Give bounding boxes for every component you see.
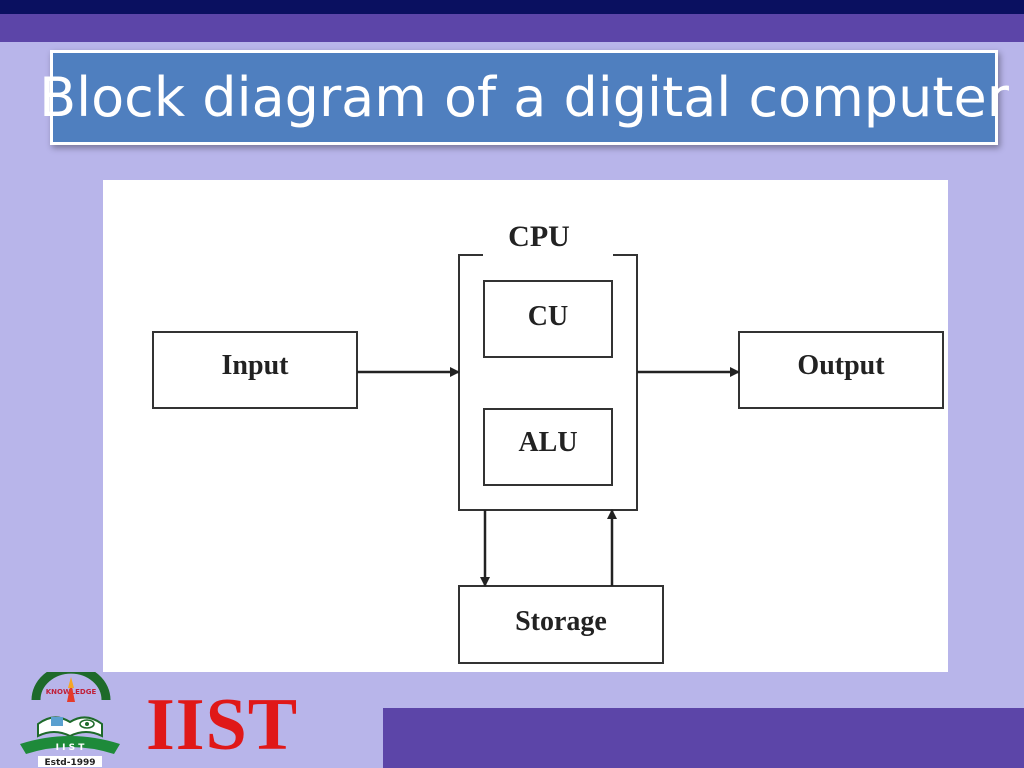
input-box [152, 331, 358, 409]
bottom-bar [383, 708, 1024, 768]
top-band-dark [0, 0, 1024, 14]
storage-box [458, 585, 664, 664]
top-band-purple [0, 14, 1024, 42]
svg-text:I I S T: I I S T [56, 743, 86, 753]
diagram-panel: CPU CU ALU Input Output Storage [103, 180, 948, 672]
cu-box [483, 280, 613, 358]
cpu-label: CPU [508, 220, 570, 253]
output-label: Output [797, 350, 885, 381]
institute-logo: KNOWLEDGE I I S T Estd-1999 [14, 672, 126, 768]
storage-label: Storage [515, 606, 607, 637]
logo-est: Estd-1999 [44, 758, 95, 768]
cu-label: CU [528, 301, 568, 332]
slide-title: Block diagram of a digital computer [39, 66, 1009, 129]
brand-name: IIST [146, 684, 299, 766]
input-label: Input [222, 350, 290, 381]
logo-emblem-icon: KNOWLEDGE I I S T Estd-1999 [20, 672, 120, 768]
alu-box [483, 408, 613, 486]
block-diagram: CPU CU ALU Input Output Storage [152, 220, 944, 664]
alu-label: ALU [518, 427, 577, 458]
output-box [738, 331, 944, 409]
title-box: Block diagram of a digital computer [39, 50, 1009, 145]
